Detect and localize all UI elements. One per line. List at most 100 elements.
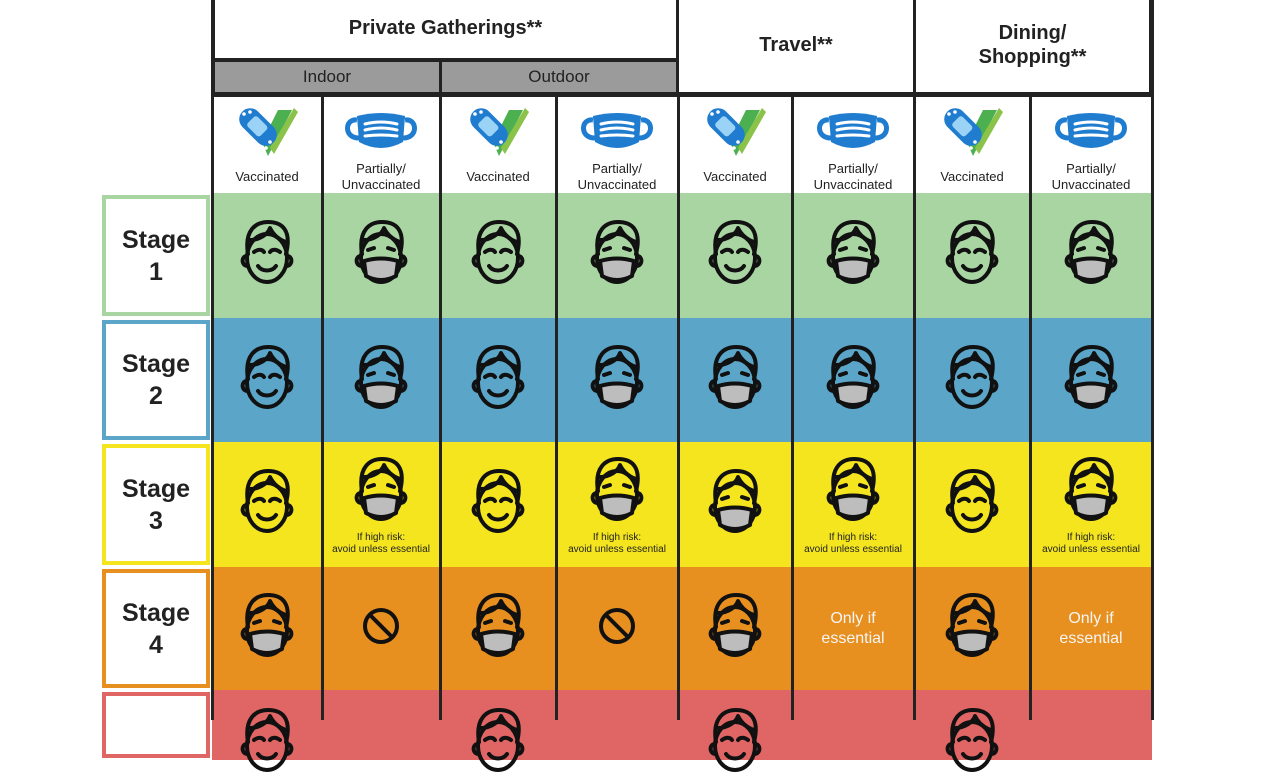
grid-cell: [556, 690, 678, 760]
masked-face-icon: [465, 589, 531, 668]
smiling-face-icon: [939, 704, 1005, 783]
prohibited-icon: [361, 606, 401, 651]
masked-face-icon: [584, 453, 650, 532]
smiling-face-icon: [234, 216, 300, 295]
grid-cell: [212, 193, 322, 318]
smiling-face-icon: [465, 465, 531, 544]
grid-cell: [792, 193, 914, 318]
masked-face-icon: [702, 589, 768, 668]
grid-line: [210, 0, 214, 720]
masked-face-icon: [939, 589, 1005, 668]
grid-cell: [792, 690, 914, 760]
column-label: Partially/: [592, 161, 642, 176]
stage-word: Stage: [121, 350, 191, 378]
risk-note: If high risk:: [356, 532, 406, 543]
column-header-vaccinated: Vaccinated: [678, 95, 792, 193]
grid-line: [1028, 95, 1032, 720]
smiling-face-icon: [234, 704, 300, 783]
travel-title: Travel**: [759, 33, 833, 56]
masked-face-icon: [584, 216, 650, 295]
grid-cell: [914, 193, 1030, 318]
grid-cell: [440, 690, 556, 772]
masked-face-icon: [702, 465, 768, 544]
grid-cell: [914, 318, 1030, 442]
stage-number: 4: [149, 630, 163, 659]
masked-face-icon: [820, 453, 886, 532]
grid-cell: [678, 193, 792, 318]
grid-cell: [678, 690, 792, 772]
grid-cell: [440, 193, 556, 318]
grid-cell: [322, 690, 440, 760]
grid-cell: [678, 567, 792, 690]
dining-title-line1: Dining/: [998, 21, 1067, 44]
column-label: Vaccinated: [940, 169, 1004, 184]
only-if-essential-text: Only if: [1068, 609, 1114, 627]
stage-word: Stage: [121, 225, 191, 254]
stage-number: 3: [149, 506, 163, 535]
stage-word: Stage: [121, 598, 191, 627]
grid-line: [212, 93, 1152, 97]
masked-face-icon: [1058, 341, 1124, 420]
outdoor-subheader: Outdoor: [439, 59, 679, 95]
vaccine-bandage-check-icon: [937, 101, 1007, 163]
grid-cell: [1030, 318, 1152, 442]
masked-face-icon: [820, 216, 886, 295]
risk-note-line2: avoid unless essential: [568, 544, 666, 555]
risk-note-line2: avoid unless essential: [1042, 544, 1140, 555]
stage-label: Stage 1: [102, 195, 210, 316]
grid-line: [438, 59, 442, 720]
vaccine-bandage-check-icon: [463, 101, 533, 163]
dining-title-line2: Shopping**: [978, 45, 1087, 68]
grid-line: [554, 95, 558, 720]
grid-cell: [212, 442, 322, 567]
grid-cell: [440, 318, 556, 442]
masked-face-icon: [702, 341, 768, 420]
grid-cell: [678, 318, 792, 442]
smiling-face-icon: [702, 704, 768, 783]
column-header-unvaccinated: Partially/Unvaccinated: [792, 95, 914, 193]
smiling-face-icon: [939, 465, 1005, 544]
stage-number: 2: [149, 382, 163, 410]
masked-face-icon: [1058, 216, 1124, 295]
risk-note-line2: avoid unless essential: [804, 544, 902, 555]
grid-cell: If high risk:avoid unless essential: [792, 442, 914, 567]
smiling-face-icon: [939, 341, 1005, 420]
prohibited-icon: [597, 606, 637, 651]
column-header-unvaccinated: Partially/Unvaccinated: [322, 95, 440, 193]
column-header-vaccinated: Vaccinated: [914, 95, 1030, 193]
face-mask-icon: [341, 101, 421, 161]
grid-cell: [322, 318, 440, 442]
only-if-essential-text-line2: essential: [1059, 629, 1123, 647]
grid-cell: [678, 442, 792, 567]
masked-face-icon: [820, 341, 886, 420]
grid-cell: [212, 567, 322, 690]
vaccine-bandage-check-icon: [232, 101, 302, 163]
grid-cell: [914, 690, 1030, 772]
column-label: Partially/: [828, 161, 878, 176]
grid-line: [320, 95, 324, 720]
column-header-unvaccinated: Partially/Unvaccinated: [1030, 95, 1152, 193]
dining-shopping-header: Dining/ Shopping**: [913, 0, 1152, 95]
grid-line: [912, 95, 916, 720]
grid-cell: [556, 567, 678, 690]
risk-note: If high risk:: [592, 532, 642, 543]
face-mask-icon: [1051, 101, 1131, 161]
stage-number: 1: [149, 257, 163, 286]
grid-line: [790, 95, 794, 720]
column-label: Partially/: [1066, 161, 1116, 176]
indoor-subheader: Indoor: [212, 59, 442, 95]
risk-note-line2: avoid unless essential: [332, 544, 430, 555]
column-label: Partially/: [356, 161, 406, 176]
vaccine-bandage-check-icon: [700, 101, 770, 163]
masked-face-icon: [584, 341, 650, 420]
smiling-face-icon: [234, 465, 300, 544]
outdoor-label: Outdoor: [528, 67, 590, 86]
grid-cell: [914, 442, 1030, 567]
grid-cell: [212, 318, 322, 442]
stage-label: Stage 4: [102, 569, 210, 688]
column-label-line2: Unvaccinated: [341, 177, 421, 192]
masked-face-icon: [348, 341, 414, 420]
grid-cell: [1030, 690, 1152, 760]
stage-label: Stage 2: [102, 320, 210, 440]
grid-cell: Only if essential: [1030, 567, 1152, 690]
